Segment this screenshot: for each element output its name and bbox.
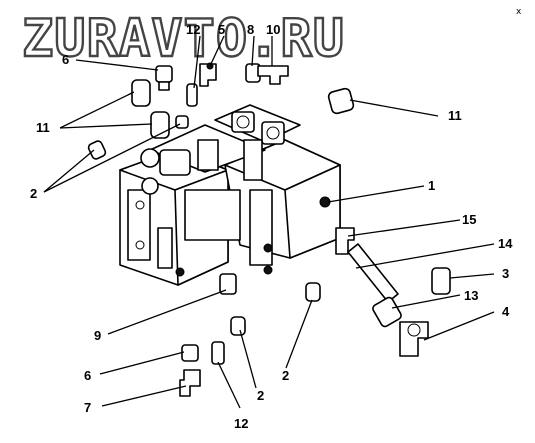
callout-12-top: 12 — [186, 22, 200, 37]
callout-15: 15 — [462, 212, 476, 227]
callout-14: 14 — [498, 236, 513, 251]
fitting-7-elbow — [179, 369, 201, 397]
callout-11-left: 11 — [36, 120, 50, 135]
plug-2-upper — [87, 140, 107, 160]
callout-5: 5 — [218, 22, 225, 37]
callout-2-left: 2 — [30, 186, 37, 201]
callout-6-top: 6 — [62, 52, 69, 67]
callout-11-right: 11 — [448, 108, 462, 123]
callout-1: 1 — [428, 178, 435, 193]
callout-8: 8 — [247, 22, 254, 37]
fitting-15-elbow — [335, 227, 355, 255]
fitting-12-bottom — [211, 341, 225, 365]
corner-mark: x — [516, 7, 522, 17]
fitting-9 — [219, 273, 237, 295]
callout-2-bottom-right: 2 — [282, 368, 289, 383]
tube-14 — [347, 243, 399, 303]
callout-2-bottom-left: 2 — [257, 388, 264, 403]
fitting-11-upper — [131, 79, 151, 107]
callout-6-bottom: 6 — [84, 368, 91, 383]
callout-9: 9 — [94, 328, 101, 343]
watermark-text: ZURAVTO.RU — [22, 9, 345, 69]
callout-12-bottom: 12 — [234, 416, 248, 431]
fitting-10-tee — [257, 65, 289, 85]
leader-lines — [43, 35, 495, 409]
plug-2-bottom-right — [305, 282, 321, 302]
callout-7: 7 — [84, 400, 91, 415]
fitting-6-top — [155, 65, 173, 91]
fitting-11-right — [327, 87, 355, 115]
plug-2-mid — [175, 115, 189, 129]
callout-10: 10 — [266, 22, 280, 37]
fitting-5-elbow — [199, 62, 217, 87]
fitting-6-bottom — [181, 344, 199, 362]
fitting-3 — [431, 267, 451, 295]
top-manifold — [140, 104, 301, 195]
fitting-13-nut — [372, 296, 402, 328]
callout-13: 13 — [464, 288, 478, 303]
plug-2-bottom-left — [230, 316, 246, 336]
valve-body-right — [184, 139, 341, 275]
callout-4: 4 — [502, 304, 510, 319]
callout-3: 3 — [502, 266, 509, 281]
fitting-12-top — [186, 83, 198, 107]
fitting-4-elbow — [399, 321, 429, 357]
